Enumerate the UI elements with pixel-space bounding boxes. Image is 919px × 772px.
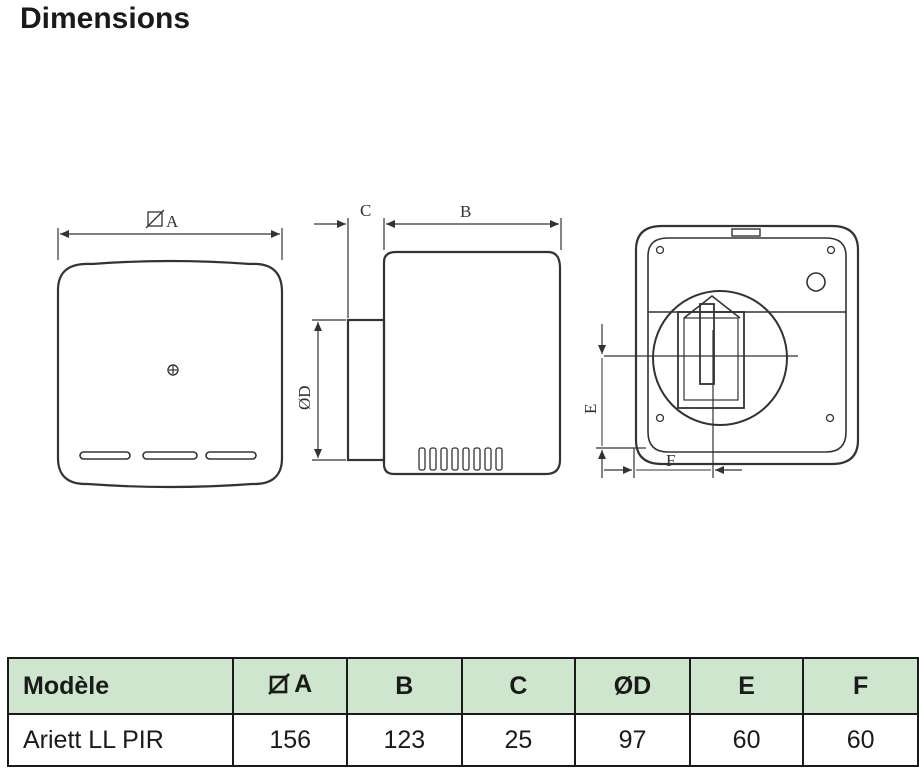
- header-model: Modèle: [6, 657, 235, 715]
- dimensions-table: Modèle A B C ØD E F Ariett LL PIR 156 12…: [6, 657, 919, 767]
- rear-panel-outer: [634, 224, 860, 466]
- cell-c: 25: [460, 713, 577, 767]
- side-view: [346, 250, 562, 476]
- dim-f: [604, 448, 742, 478]
- dim-e-label: E: [581, 404, 600, 414]
- dim-d-label: ØD: [295, 385, 314, 410]
- header-c: C: [460, 657, 577, 715]
- front-screw: [167, 364, 179, 376]
- diameter-square-icon: [268, 673, 291, 696]
- table-header-row: Modèle A B C ØD E F: [6, 657, 919, 715]
- dim-a-symbol: [145, 209, 165, 229]
- front-slot-right: [205, 451, 257, 460]
- dim-c-label: C: [360, 201, 371, 220]
- dim-c-b: [314, 218, 562, 318]
- side-vents: [418, 447, 503, 471]
- header-a-label: A: [294, 669, 313, 698]
- front-view: [56, 259, 284, 489]
- rear-panel-inner: [647, 237, 847, 453]
- cell-model: Ariett LL PIR: [6, 713, 235, 767]
- front-panel: [56, 259, 284, 489]
- dim-a-label: A: [166, 212, 179, 231]
- rear-housing: [677, 311, 745, 409]
- rear-disc: [652, 290, 788, 426]
- side-body: [382, 250, 562, 476]
- rear-slider: [699, 303, 715, 385]
- dim-a: [57, 228, 283, 260]
- dim-f-label: F: [666, 451, 675, 470]
- header-f: F: [802, 657, 919, 715]
- side-collar: [346, 318, 386, 462]
- front-slot-middle: [142, 451, 198, 460]
- front-slot-left: [79, 451, 131, 460]
- header-a: A: [232, 657, 348, 715]
- cell-f: 60: [802, 713, 919, 767]
- dimension-drawing: A C B ØD: [56, 201, 860, 489]
- dim-e: [596, 324, 646, 478]
- cell-a: 156: [232, 713, 348, 767]
- header-d: ØD: [574, 657, 691, 715]
- table-row: Ariett LL PIR 156 123 25 97 60 60: [6, 713, 919, 767]
- rear-sensor: [806, 272, 826, 292]
- dim-b-label: B: [460, 202, 471, 221]
- header-b: B: [346, 657, 463, 715]
- header-e: E: [688, 657, 805, 715]
- page-title: Dimensions: [20, 2, 191, 35]
- cell-b: 123: [346, 713, 463, 767]
- rear-view: [604, 224, 860, 478]
- dim-d: [312, 319, 346, 461]
- cell-e: 60: [688, 713, 805, 767]
- cell-d: 97: [574, 713, 691, 767]
